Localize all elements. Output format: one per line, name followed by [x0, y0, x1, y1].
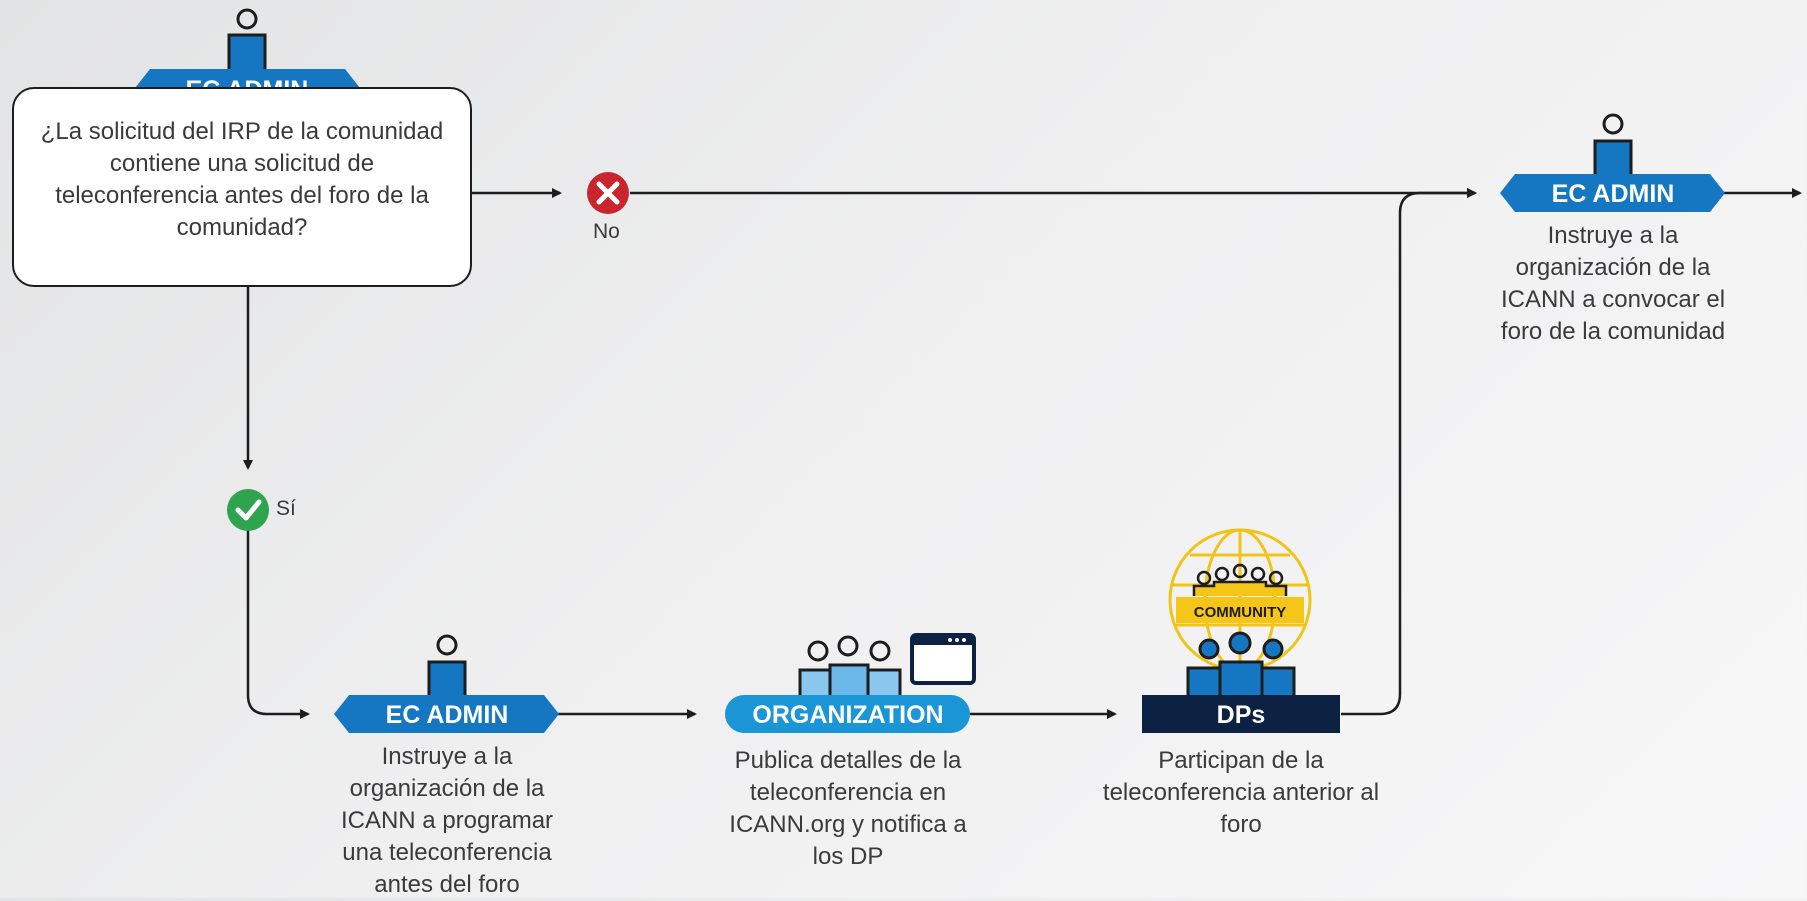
role-label: EC ADMIN: [1552, 180, 1675, 208]
step3-text: Participan de la teleconferencia anterio…: [1102, 747, 1380, 838]
browser-window-icon: [910, 633, 976, 685]
role-label: EC ADMIN: [386, 701, 509, 729]
question-box: [12, 87, 472, 287]
arrow-yes-to-step1: [246, 530, 310, 719]
step1-text: Instruye a la organización de la ICANN a…: [340, 743, 554, 898]
person-icon: [427, 634, 467, 699]
dps-people-icon: [1186, 631, 1296, 700]
community-people-icon: [1192, 563, 1288, 596]
connector-lines: [243, 188, 1802, 719]
role-badge: [1500, 174, 1725, 212]
end-step-text: Instruye a la organización de la ICANN a…: [1500, 222, 1726, 345]
step2-role: ORGANIZATION: [725, 633, 976, 733]
person-icon: [227, 8, 267, 75]
step3-role: COMMUNITY DPs: [1142, 528, 1340, 733]
role-badge: [725, 695, 970, 733]
end-step-role: EC ADMIN: [1500, 113, 1725, 212]
community-label: COMMUNITY: [1194, 604, 1287, 621]
group-icon: [798, 635, 902, 700]
step1-role: EC ADMIN: [334, 634, 559, 733]
question-text: ¿La solicitud del IRP de la comunidad co…: [40, 118, 444, 241]
role-label: ORGANIZATION: [752, 701, 943, 729]
role-badge: [334, 695, 559, 733]
yes-label: Sí: [276, 497, 296, 520]
no-label: No: [593, 220, 620, 243]
no-icon: [587, 172, 629, 214]
person-icon: [1593, 113, 1633, 178]
step2-text: Publica detalles de la teleconferencia e…: [729, 747, 967, 870]
community-badge: [1176, 597, 1304, 623]
role-label: DPs: [1217, 701, 1266, 729]
role-badge: [1142, 695, 1340, 733]
arrow-step3-to-end: [1341, 188, 1477, 716]
yes-icon: [227, 489, 269, 531]
